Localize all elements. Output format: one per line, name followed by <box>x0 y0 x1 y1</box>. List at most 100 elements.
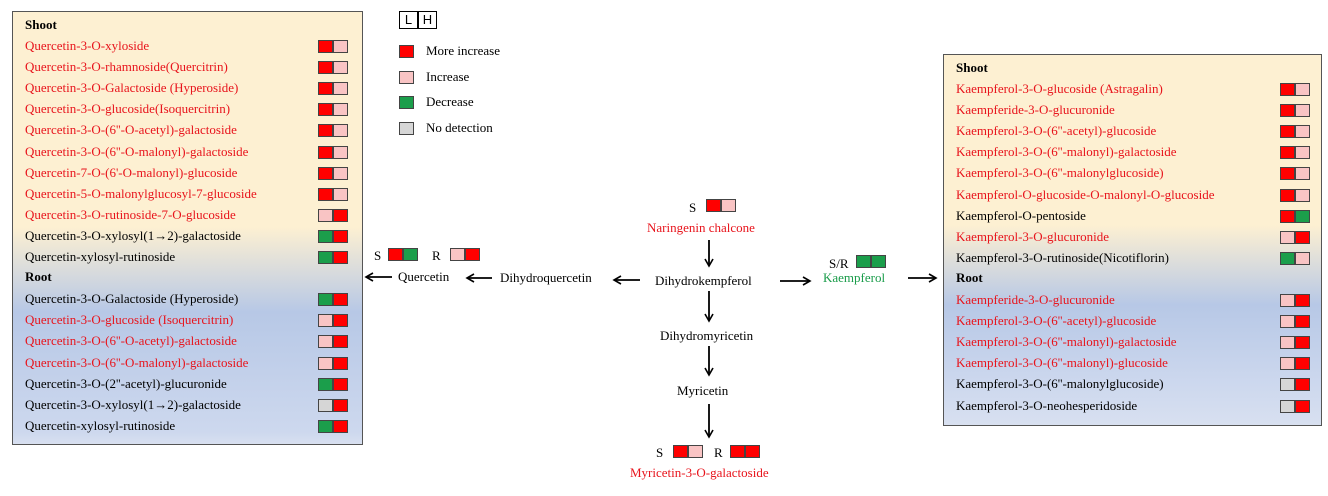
left_panel-shoot-4-swatches <box>318 124 348 138</box>
left_panel-shoot-1-l-swatch <box>318 61 333 75</box>
right_panel-shoot-compound: Kaempferol-3-O-(6''-malonylglucoside) <box>956 165 1164 181</box>
left_panel-shoot-compound: Quercetin-3-O-xyloside <box>25 38 150 53</box>
left_panel-shoot-9-h-swatch <box>333 229 348 243</box>
right_panel-shoot-3-l-swatch <box>1280 146 1295 160</box>
left_panel-shoot-9-swatches <box>318 229 348 243</box>
left_panel-root-compound: Quercetin-xylosyl-rutinoside <box>25 417 176 433</box>
right_panel-shoot-2-swatches <box>1280 125 1310 139</box>
right_panel-shoot-4-swatches <box>1280 167 1310 181</box>
left_panel-shoot-2-l-swatch <box>318 82 333 96</box>
legend-swatch-no-detection <box>399 121 414 135</box>
kaempferol-h-swatch <box>871 255 886 268</box>
right_panel-root-header: Root <box>956 269 983 285</box>
kaempferol-l-swatch <box>856 255 871 268</box>
left_panel-root-compound: Quercetin-3-O-Galactoside (Hyperoside) <box>25 291 239 307</box>
left_panel-root-1-swatches <box>318 314 348 328</box>
left_panel-root-5-h-swatch <box>333 398 348 412</box>
myricetin-gal-s-l-swatch <box>673 445 688 458</box>
left_panel-shoot-3-l-swatch <box>318 103 333 117</box>
left_panel-shoot-1-swatches <box>318 61 348 75</box>
right_panel-shoot-5-swatches <box>1280 188 1310 202</box>
right_panel-shoot-1-l-swatch <box>1280 104 1295 118</box>
myricetin-gal-r-l-swatch <box>730 445 745 458</box>
right_panel-shoot-0-h-swatch <box>1295 83 1310 96</box>
left_panel-shoot-0-h-swatch <box>333 40 348 53</box>
left_panel-root-compound: Quercetin-3-O-glucoside (Isoquercitrin) <box>25 312 234 328</box>
left_panel-root-compound: Quercetin-3-O-(2''-acetyl)-glucuronide <box>25 375 227 391</box>
left_panel-shoot-8-l-swatch <box>318 208 333 222</box>
left_panel-shoot-4-h-swatch <box>333 124 348 138</box>
quercetin-r-l-swatch <box>450 248 465 261</box>
right_panel-root-5-swatches <box>1280 399 1310 413</box>
left_panel-shoot-compound: Quercetin-3-O-(6''-O-malonyl)-galactosid… <box>25 143 249 159</box>
left_panel-root-4-l-swatch <box>318 377 333 391</box>
right_panel-root-4-h-swatch <box>1295 378 1310 392</box>
left_panel-shoot-2-swatches <box>318 82 348 96</box>
right_panel-shoot-6-l-swatch <box>1280 209 1295 223</box>
right_panel-shoot-0-l-swatch <box>1280 83 1295 96</box>
right_panel-shoot-3-swatches <box>1280 146 1310 160</box>
right_panel-shoot-4-h-swatch <box>1295 167 1310 181</box>
left_panel-shoot-7-l-swatch <box>318 187 333 201</box>
left_panel-shoot-3-swatches <box>318 103 348 117</box>
right_panel-root-4-l-swatch <box>1280 378 1295 392</box>
kaempferol-label: Kaempferol <box>823 270 886 285</box>
right_panel-shoot-6-h-swatch <box>1295 209 1310 223</box>
left_panel-shoot-5-swatches <box>318 145 348 159</box>
left_panel-shoot-8-swatches <box>318 208 348 222</box>
left_panel-shoot-compound: Quercetin-3-O-(6''-O-acetyl)-galactoside <box>25 122 237 138</box>
left_panel-shoot-8-h-swatch <box>333 208 348 222</box>
naringenin-swatches <box>706 199 736 212</box>
left_panel-root-0-l-swatch <box>318 293 333 307</box>
left_panel-root-3-l-swatch <box>318 356 333 370</box>
left_panel-root-0-h-swatch <box>333 293 348 307</box>
left_panel-root-5-l-swatch <box>318 398 333 412</box>
right_panel-shoot-compound: Kaempferol-O-glucoside-O-malonyl-O-gluco… <box>956 186 1215 202</box>
left_panel-shoot-7-swatches <box>318 187 348 201</box>
left_panel-shoot-5-h-swatch <box>333 145 348 159</box>
myricetin-gal-s-label: S <box>656 445 664 460</box>
left_panel-root-0-swatches <box>318 293 348 307</box>
left_panel-shoot-2-h-swatch <box>333 82 348 96</box>
quercetin-s-label: S <box>374 248 382 263</box>
left_panel-shoot-7-h-swatch <box>333 187 348 201</box>
quercetin-s-l-swatch <box>388 248 403 261</box>
right_panel-shoot-compound: Kaempferol-O-pentoside <box>956 207 1086 223</box>
right_panel-root-1-l-swatch <box>1280 315 1295 329</box>
quercetin-s-h-swatch <box>403 248 418 261</box>
right_panel-shoot-7-swatches <box>1280 230 1310 244</box>
naringenin-s-label: S <box>689 200 697 215</box>
myricetin-gal-s-swatches <box>673 445 703 458</box>
right_panel-root-1-swatches <box>1280 315 1310 329</box>
left_panel-shoot-6-swatches <box>318 166 348 180</box>
right_panel-shoot-8-l-swatch <box>1280 251 1295 265</box>
right_panel-root-0-h-swatch <box>1295 294 1310 307</box>
right_panel-root-3-l-swatch <box>1280 357 1295 371</box>
right_panel-shoot-compound: Kaempferide-3-O-glucuronide <box>956 102 1115 118</box>
right_panel-shoot-compound: Kaempferol-3-O-glucuronide <box>956 228 1110 244</box>
legend-label-decrease: Decrease <box>426 94 474 109</box>
kaempferol-sr-label: S/R <box>829 256 849 271</box>
right_panel-shoot-5-h-swatch <box>1295 188 1310 202</box>
left_panel-shoot-10-l-swatch <box>318 251 333 264</box>
left_panel-root-1-h-swatch <box>333 314 348 328</box>
naringenin-h-swatch <box>721 199 736 212</box>
legend-label-more-increase: More increase <box>426 43 500 58</box>
left_panel-root-6-l-swatch <box>318 419 333 433</box>
right_panel-shoot-1-h-swatch <box>1295 104 1310 118</box>
left_panel-shoot-1-h-swatch <box>333 61 348 75</box>
right_panel-shoot-8-swatches <box>1280 251 1310 265</box>
right_panel-root-compound: Kaempferol-3-O-neohesperidoside <box>956 397 1138 413</box>
left_panel-root-1-l-swatch <box>318 314 333 328</box>
legend-swatch-decrease <box>399 96 414 109</box>
right_panel-shoot-3-h-swatch <box>1295 146 1310 160</box>
right_panel-shoot-8-h-swatch <box>1295 251 1310 265</box>
right_panel-root-3-h-swatch <box>1295 357 1310 371</box>
right_panel-root-2-l-swatch <box>1280 336 1295 350</box>
left_panel-root-5-swatches <box>318 398 348 412</box>
legend-swatch-increase <box>399 70 414 84</box>
left_panel-shoot-0-l-swatch <box>318 40 333 53</box>
left_panel-shoot-4-l-swatch <box>318 124 333 138</box>
